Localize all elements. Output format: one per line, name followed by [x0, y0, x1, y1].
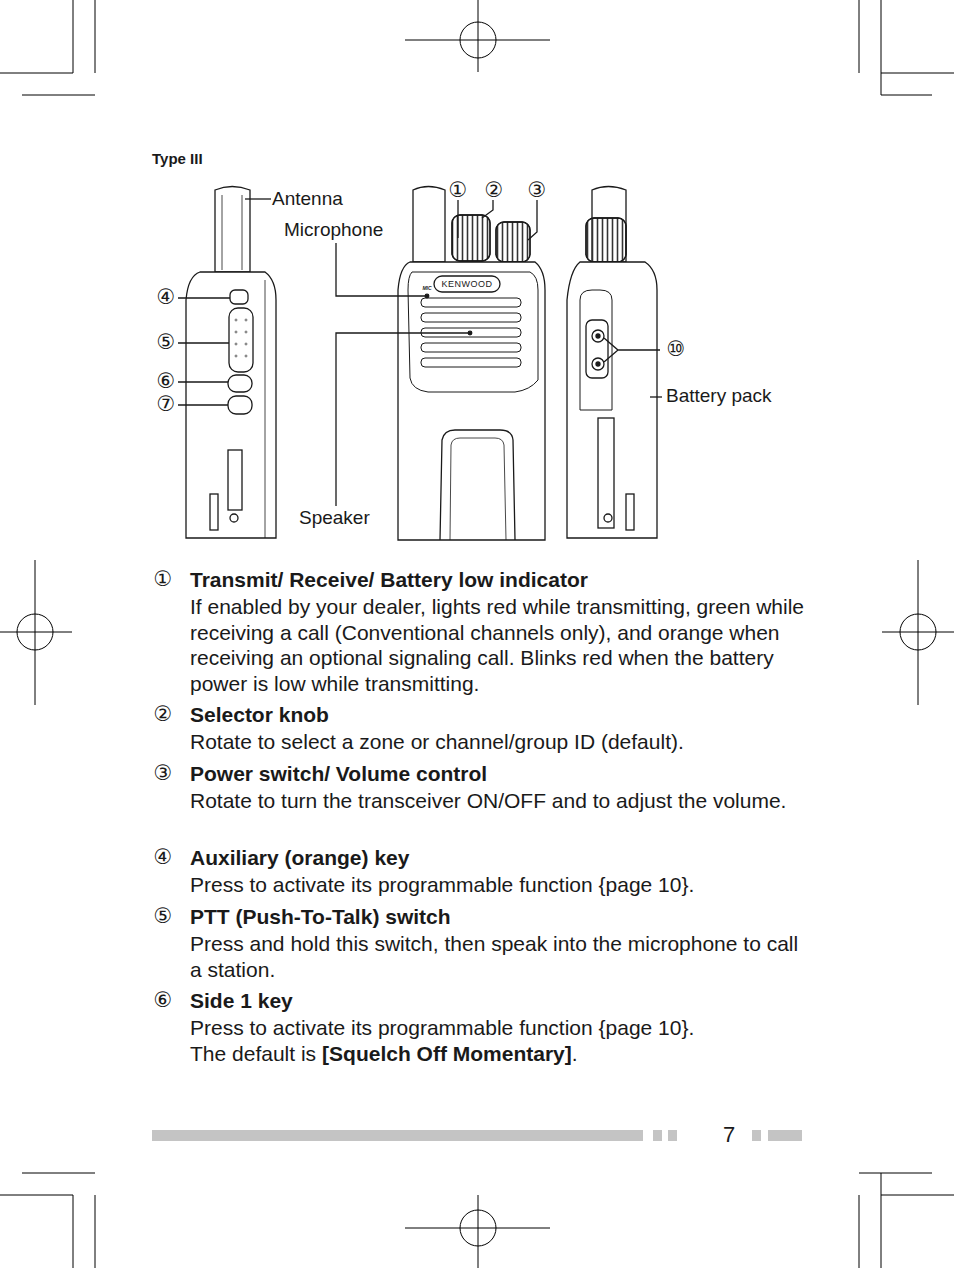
- item-description: Rotate to turn the transceiver ON/OFF an…: [190, 788, 805, 814]
- item-heading: PTT (Push-To-Talk) switch: [190, 904, 451, 929]
- figure-title: Type III: [152, 150, 203, 168]
- item-description: The default is: [190, 1042, 316, 1065]
- item-number: ①: [154, 567, 173, 592]
- default-line: The default is [Squelch Off Momentary].: [190, 1041, 578, 1067]
- part-label: Speaker: [298, 507, 371, 530]
- item-description: .: [572, 1042, 578, 1065]
- item-number: ③: [154, 761, 173, 786]
- callout-number: ①: [449, 178, 468, 203]
- item-heading: Auxiliary (orange) key: [190, 845, 409, 870]
- callout-number: ②: [485, 178, 504, 203]
- page-footer-bars: [152, 1130, 802, 1141]
- callout-number: ⑤: [157, 330, 176, 355]
- callout-number: ⑥: [157, 369, 176, 394]
- callout-number: ④: [157, 285, 176, 310]
- item-heading: Selector knob: [190, 702, 329, 727]
- item-description: Press to activate its programmable funct…: [190, 872, 805, 898]
- item-description: Rotate to select a zone or channel/group…: [190, 729, 805, 755]
- item-number: ⑥: [154, 988, 173, 1013]
- callout-number: ⑩: [667, 337, 686, 362]
- mic-marking: MIC: [422, 285, 431, 291]
- item-number: ⑤: [154, 904, 173, 929]
- default-value: [Squelch Off Momentary]: [322, 1042, 572, 1065]
- front-view: [245, 187, 545, 541]
- part-label: Microphone: [283, 219, 384, 242]
- item-number: ②: [154, 702, 173, 727]
- part-label: Antenna: [271, 188, 344, 211]
- callout-number: ⑦: [157, 392, 176, 417]
- item-number: ④: [154, 845, 173, 870]
- callout-number: ③: [528, 178, 547, 203]
- side-view-left: [178, 187, 276, 539]
- item-description: If enabled by your dealer, lights red wh…: [190, 594, 805, 696]
- item-description: Press to activate its programmable funct…: [190, 1015, 805, 1041]
- page-number: 7: [723, 1122, 735, 1148]
- part-label: Battery pack: [665, 385, 773, 408]
- brand-logo: KENWOOD: [441, 279, 492, 290]
- side-view-right: [567, 187, 662, 539]
- item-heading: Transmit/ Receive/ Battery low indicator: [190, 567, 588, 592]
- item-heading: Side 1 key: [190, 988, 293, 1013]
- item-heading: Power switch/ Volume control: [190, 761, 487, 786]
- item-description: Press and hold this switch, then speak i…: [190, 931, 805, 982]
